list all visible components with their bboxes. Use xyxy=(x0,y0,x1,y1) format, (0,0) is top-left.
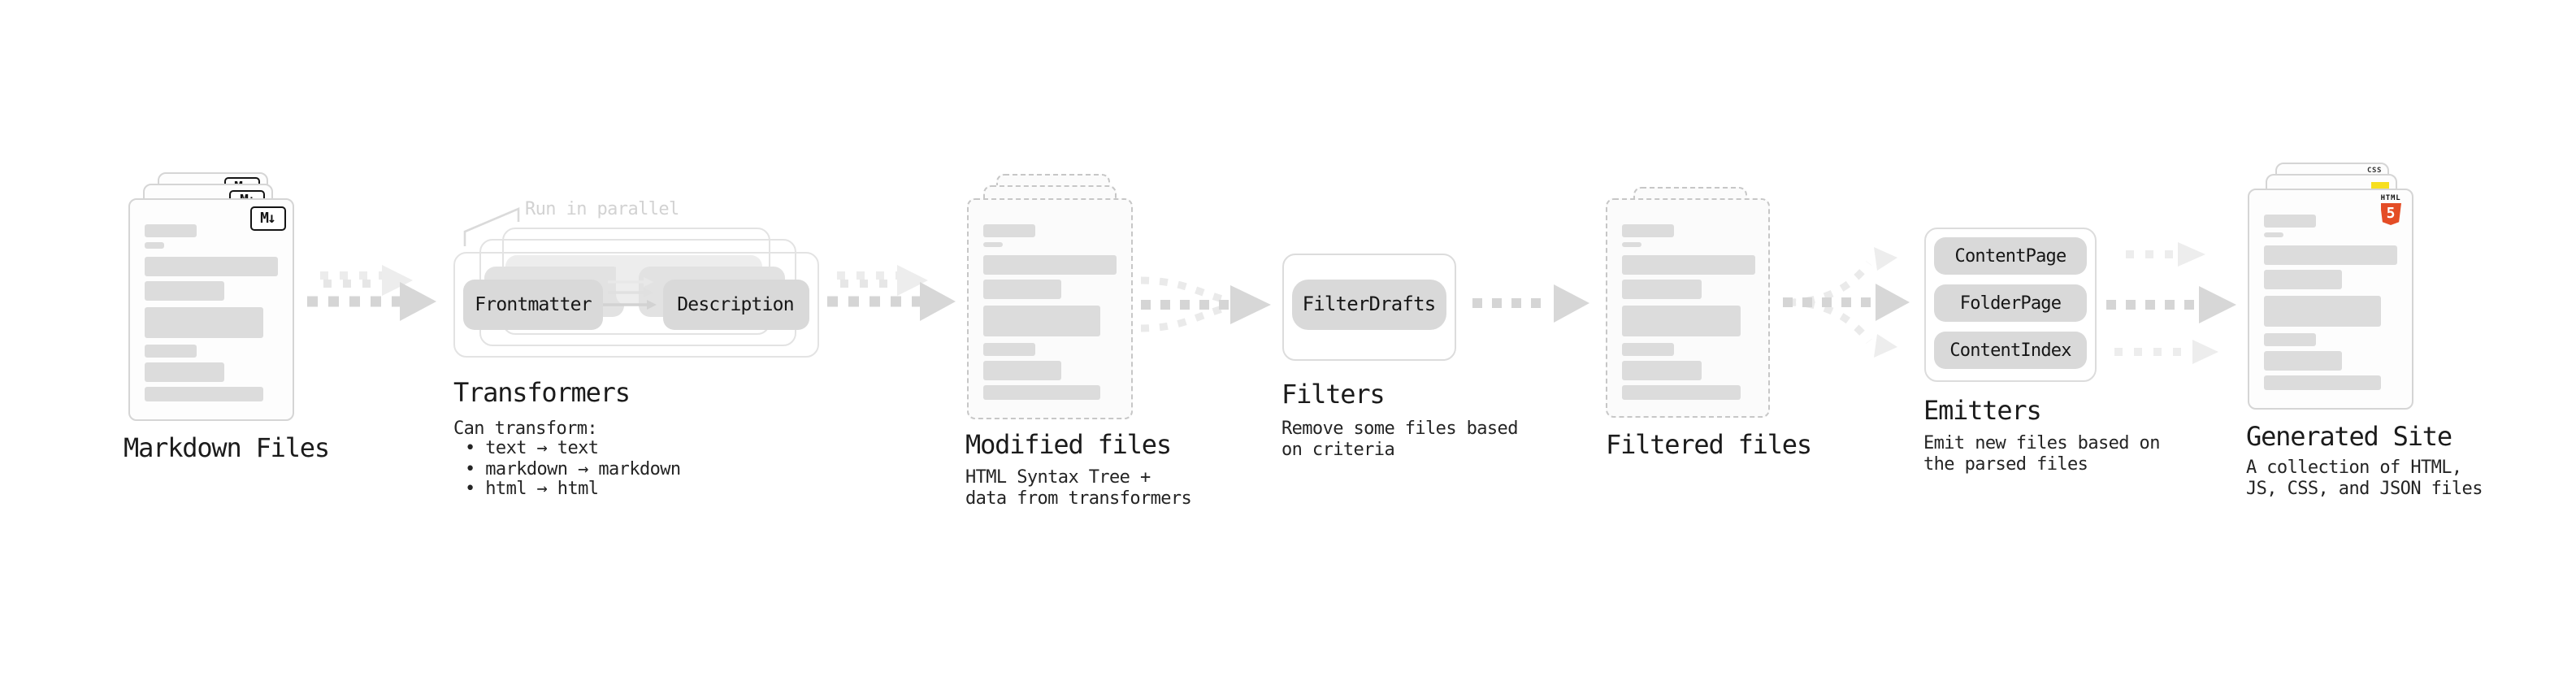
transformers-description: Can transform: • text → text • markdown … xyxy=(453,418,681,500)
javascript-icon xyxy=(2371,181,2389,189)
arrow-modified-to-filters xyxy=(1140,276,1271,332)
contentindex-pill: ContentIndex xyxy=(1934,332,2087,369)
content-line xyxy=(145,362,223,381)
run-in-parallel-callout: Run in parallel xyxy=(525,198,679,219)
content-line xyxy=(1622,280,1701,299)
html5-icon-label: HTML xyxy=(2380,194,2401,202)
stage-title-markdown-files: Markdown Files xyxy=(124,432,330,462)
desc-line: JS, CSS, and JSON files xyxy=(2246,477,2483,498)
description-pill: Description xyxy=(662,279,809,329)
content-line xyxy=(145,224,197,237)
content-line xyxy=(1622,241,1641,247)
content-line xyxy=(982,385,1100,400)
filters-description: Remove some files based on criteria xyxy=(1281,417,1518,459)
content-line xyxy=(2263,232,2283,237)
arrow-emitters-to-site xyxy=(2106,242,2236,364)
document-content-placeholder xyxy=(130,200,293,419)
document-content-placeholder xyxy=(968,199,1130,417)
content-line xyxy=(2263,333,2315,346)
markdown-file-front: M↓ xyxy=(128,198,294,421)
content-line xyxy=(982,223,1034,236)
content-line xyxy=(982,241,1002,247)
content-line xyxy=(982,343,1034,356)
desc-line: the parsed files xyxy=(1923,453,2088,475)
desc-line: Emit new files based on xyxy=(1923,432,2160,453)
content-line xyxy=(2263,214,2315,227)
content-line xyxy=(2263,351,2342,371)
stage-title-filters: Filters xyxy=(1281,378,1386,409)
bullet-item: • html → html xyxy=(465,478,599,499)
content-line xyxy=(1622,343,1674,356)
site-file-html: HTML 5 xyxy=(2247,188,2413,409)
desc-line: A collection of HTML, xyxy=(2246,456,2462,477)
stage-title-emitters: Emitters xyxy=(1923,395,2042,426)
content-line xyxy=(982,280,1061,299)
modified-file-front xyxy=(966,197,1132,419)
transformer-run-front xyxy=(453,252,819,358)
content-line xyxy=(2263,375,2381,390)
content-line xyxy=(982,306,1100,336)
content-line xyxy=(2263,245,2396,265)
content-line xyxy=(982,361,1061,380)
content-line xyxy=(1622,306,1740,336)
arrow-filters-to-filtered xyxy=(1472,284,1589,323)
content-line xyxy=(145,280,223,300)
html5-icon-shield: 5 xyxy=(2380,203,2401,225)
frontmatter-pill: Frontmatter xyxy=(463,279,603,329)
content-line xyxy=(2263,270,2342,289)
modified-files-description: HTML Syntax Tree + data from transformer… xyxy=(965,466,1192,509)
bullet-item: • markdown → markdown xyxy=(465,458,681,479)
stage-title-transformers: Transformers xyxy=(453,376,631,407)
filtered-file-front xyxy=(1606,197,1770,418)
content-line xyxy=(145,306,262,337)
document-content-placeholder xyxy=(1607,199,1768,416)
contentpage-pill: ContentPage xyxy=(1934,236,2087,274)
content-line xyxy=(982,255,1116,275)
content-line xyxy=(1622,255,1755,275)
stage-title-filtered-files: Filtered files xyxy=(1606,429,1812,460)
filterdrafts-pill: FilterDrafts xyxy=(1292,279,1446,329)
html5-icon: HTML 5 xyxy=(2380,194,2401,225)
content-line xyxy=(145,256,278,275)
stage-title-generated-site: Generated Site xyxy=(2246,420,2452,451)
content-line xyxy=(2263,296,2381,327)
content-line xyxy=(145,344,197,357)
bullet-item: • text → text xyxy=(465,437,599,458)
content-line xyxy=(145,242,164,248)
arrow-filtered-to-emitters xyxy=(1783,247,1910,358)
arrow-transformers-to-modified xyxy=(827,265,956,321)
content-line xyxy=(1622,385,1740,400)
folderpage-pill: FolderPage xyxy=(1934,284,2087,322)
arrow-markdown-to-transformers xyxy=(307,265,436,321)
desc-heading: Can transform: xyxy=(453,418,598,439)
desc-line: data from transformers xyxy=(965,488,1192,509)
content-line xyxy=(1622,223,1674,236)
content-line xyxy=(1622,361,1701,380)
generated-site-description: A collection of HTML, JS, CSS, and JSON … xyxy=(2246,456,2483,498)
desc-line: on criteria xyxy=(1281,438,1395,459)
desc-line: Remove some files based xyxy=(1281,417,1518,438)
desc-line: HTML Syntax Tree + xyxy=(965,466,1151,488)
content-line xyxy=(145,386,262,401)
document-content-placeholder xyxy=(2249,189,2411,407)
emitters-description: Emit new files based on the parsed files xyxy=(1923,432,2160,475)
stage-title-modified-files: Modified files xyxy=(965,429,1172,460)
markdown-icon: M↓ xyxy=(249,206,285,231)
